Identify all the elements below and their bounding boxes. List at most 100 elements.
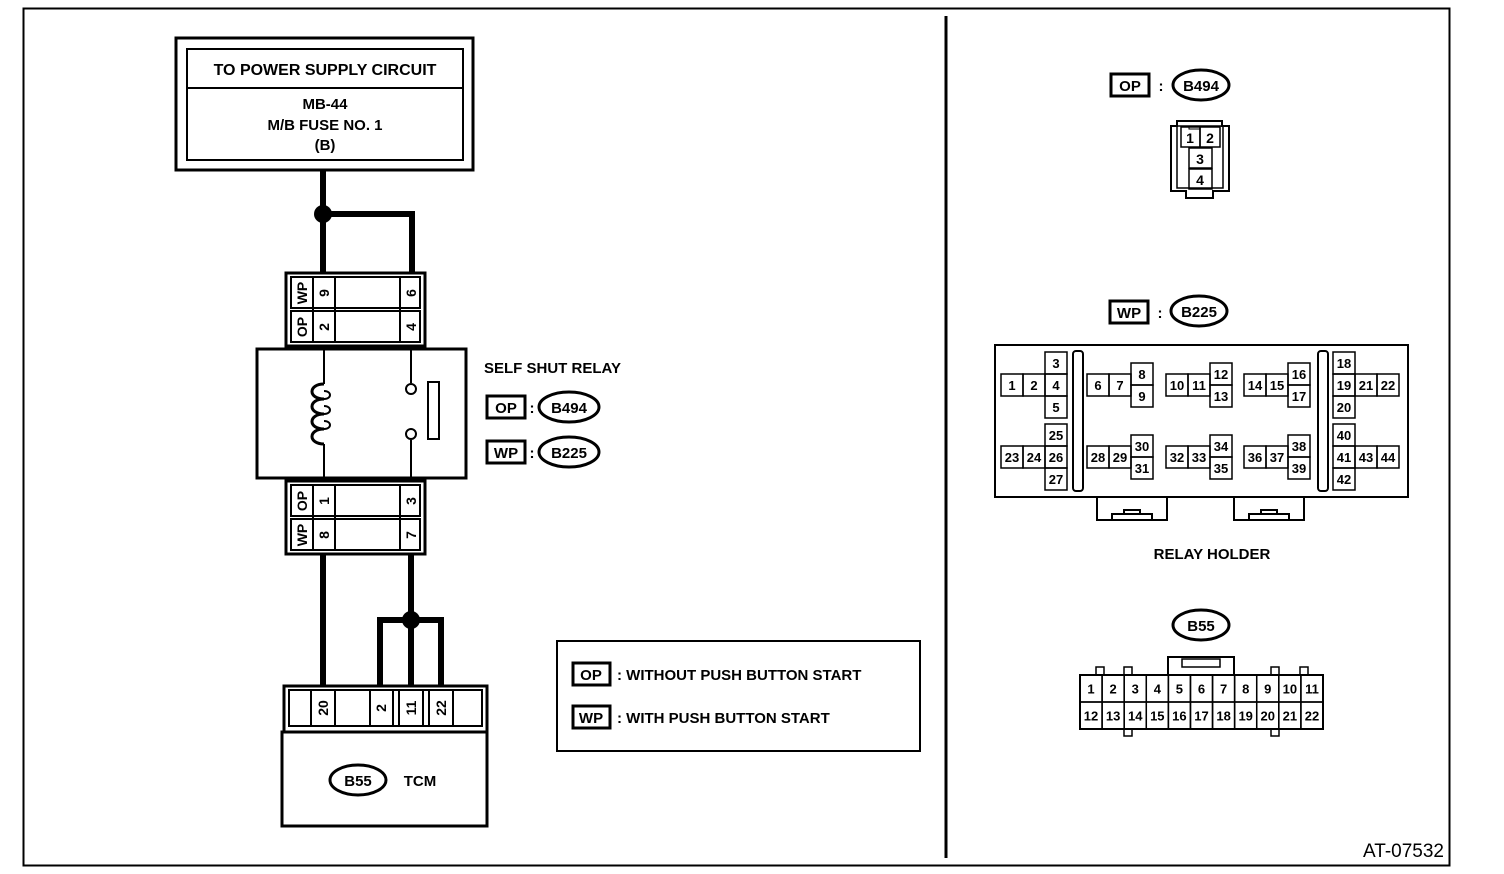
- b225-pin: 18: [1337, 356, 1351, 371]
- relay-pin-op-bottom-right: 3: [403, 497, 419, 505]
- relay-switch-arm: [427, 381, 440, 440]
- b55-name: B55: [1187, 618, 1215, 635]
- b225-pin: 43: [1359, 450, 1373, 465]
- b55-pin: 8: [1242, 682, 1249, 697]
- b225-name: B225: [1181, 304, 1217, 321]
- b225-pin: 27: [1049, 472, 1063, 487]
- b225-pin: 11: [1192, 378, 1206, 393]
- b225-pin: 34: [1214, 439, 1229, 454]
- svg-text::: :: [530, 400, 535, 417]
- relay-pin-op-left: 2: [316, 323, 332, 331]
- b225-pin: 21: [1359, 378, 1373, 393]
- b225-pin: 10: [1170, 378, 1184, 393]
- b494-pin: 2: [1206, 130, 1214, 146]
- b225-pin-cell: [1209, 456, 1233, 480]
- b225-pin: 8: [1138, 367, 1145, 382]
- b55-pin: 13: [1106, 709, 1120, 724]
- relay-wp-tag: WP: [494, 445, 518, 462]
- b225-sep: :: [1158, 305, 1163, 322]
- legend-wp-tag: WP: [579, 710, 603, 727]
- b225-pin: 31: [1135, 461, 1149, 476]
- b225-pin: 33: [1192, 450, 1206, 465]
- tcm-connector-name: B55: [344, 773, 372, 790]
- b225-tag: WP: [1117, 305, 1141, 322]
- power-supply-line2: M/B FUSE NO. 1: [267, 117, 382, 134]
- tcm-connector: 20 2 11 22: [282, 684, 489, 734]
- b225-pin-cell: [1287, 456, 1311, 480]
- svg-text::: :: [530, 445, 535, 462]
- b55-pin: 7: [1220, 682, 1227, 697]
- b225-pin: 2: [1030, 378, 1037, 393]
- b225-pin: 28: [1091, 450, 1105, 465]
- b225-pin: 30: [1135, 439, 1149, 454]
- b55-header: B55: [1171, 608, 1231, 642]
- b55-pin: 11: [1305, 682, 1319, 697]
- tcm-pin: 22: [433, 700, 449, 716]
- b225-pin-cell: [1332, 395, 1356, 419]
- b55-pin: 4: [1154, 682, 1162, 697]
- splice-point-bottom: [402, 611, 420, 629]
- b225-pin: 26: [1049, 450, 1063, 465]
- b225-pin: 4: [1052, 378, 1060, 393]
- b55-pin: 22: [1305, 709, 1319, 724]
- b225-pin: 38: [1292, 439, 1306, 454]
- relay-contact-upper: [405, 383, 417, 395]
- b225-pin-cell: [1209, 384, 1233, 408]
- b225-pin: 22: [1381, 378, 1395, 393]
- b225-pin: 40: [1337, 428, 1351, 443]
- relay-contact-lower: [405, 428, 417, 440]
- b225-pin-cell: [1332, 467, 1356, 491]
- b225-caption: RELAY HOLDER: [1154, 546, 1271, 563]
- relay-bottom-op-tag: OP: [294, 491, 310, 511]
- relay-pin-wp-left: 9: [316, 289, 332, 297]
- wires-bottom: [320, 554, 444, 688]
- relay-op-connector: B494: [551, 400, 588, 417]
- legend-op-text: : WITHOUT PUSH BUTTON START: [617, 667, 861, 684]
- b55-pin-cell: [1300, 701, 1324, 730]
- legend-box: OP : WITHOUT PUSH BUTTON START WP : WITH…: [556, 640, 921, 752]
- relay-body: [255, 347, 468, 480]
- relay-pin-wp-bottom-right: 7: [403, 531, 419, 539]
- relay-wp-connector: B225: [551, 445, 587, 462]
- power-supply-line3: (B): [315, 137, 336, 154]
- b225-pin-cell: [1287, 384, 1311, 408]
- b225-pin-cell: [1376, 445, 1400, 469]
- b55-pin: 15: [1150, 709, 1164, 724]
- relay-pin-op-bottom-left: 1: [316, 497, 332, 505]
- b494-name: B494: [1183, 78, 1220, 95]
- b55-pin: 20: [1261, 709, 1275, 724]
- b55-pin: 6: [1198, 682, 1205, 697]
- relay-top-connector: WP OP 9 6 2 4: [284, 271, 427, 348]
- power-supply-line1: MB-44: [302, 96, 348, 113]
- b225-pin: 9: [1138, 389, 1145, 404]
- b225-pin: 19: [1337, 378, 1351, 393]
- b225-pin: 36: [1248, 450, 1262, 465]
- b55-pin: 21: [1283, 709, 1297, 724]
- b225-pin: 32: [1170, 450, 1184, 465]
- b225-pin: 5: [1052, 400, 1059, 415]
- relay-pin-op-right: 4: [403, 323, 419, 331]
- tcm-box: B55 TCM: [280, 730, 489, 828]
- b55-pin: 18: [1216, 709, 1230, 724]
- b55-pin: 10: [1283, 682, 1297, 697]
- relay-op-connector-ref: OP : B494: [485, 390, 601, 424]
- power-supply-heading: TO POWER SUPPLY CIRCUIT: [214, 62, 437, 79]
- b225-pin: 41: [1337, 450, 1351, 465]
- b225-pin: 39: [1292, 461, 1306, 476]
- b225-pin: 12: [1214, 367, 1228, 382]
- legend-wp-text: : WITH PUSH BUTTON START: [617, 710, 830, 727]
- b225-pin: 42: [1337, 472, 1351, 487]
- splice-point-top: [314, 205, 332, 223]
- b494-connector: 1 2 3 4: [1170, 120, 1230, 199]
- relay-pin-wp-right: 6: [403, 289, 419, 297]
- tcm-pin: 2: [373, 704, 389, 712]
- b225-header: WP : B225: [1108, 294, 1229, 328]
- relay-bottom-connector: OP WP 1 3 8 7: [284, 479, 427, 556]
- b225-pin: 3: [1052, 356, 1059, 371]
- b494-header: OP : B494: [1109, 68, 1231, 102]
- b225-pin: 7: [1116, 378, 1123, 393]
- b55-pin: 1: [1087, 682, 1094, 697]
